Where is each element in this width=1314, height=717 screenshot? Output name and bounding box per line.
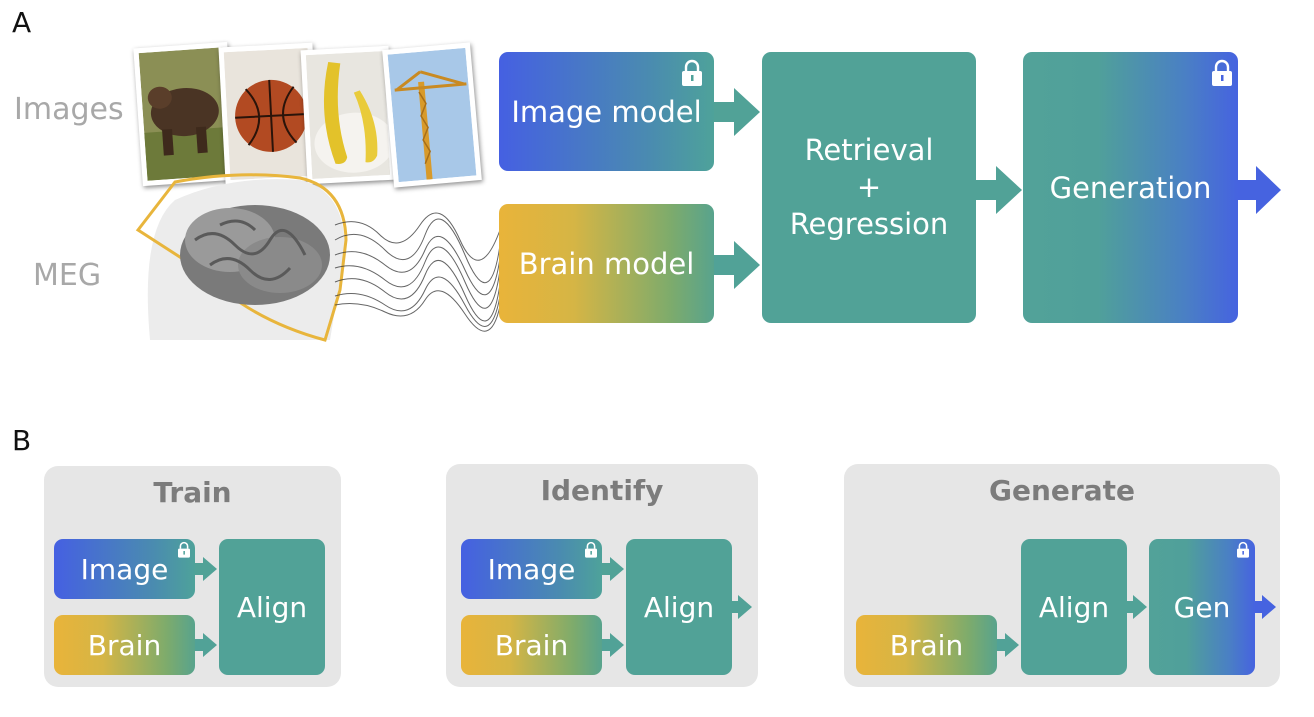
generate-align-box: Align — [1021, 539, 1127, 675]
generation-label: Generation — [1049, 170, 1212, 205]
train-align-box: Align — [219, 539, 325, 675]
train-image-label: Image — [80, 552, 169, 586]
train-title: Train — [153, 476, 232, 509]
brain-model-label: Brain model — [518, 246, 695, 281]
generate-brain-label: Brain — [889, 628, 964, 662]
identify-align-label: Align — [643, 590, 715, 624]
arrow-right-icon — [714, 241, 760, 289]
generate-gen-label: Gen — [1173, 590, 1231, 624]
identify-align-box: Align — [626, 539, 732, 675]
image-model-label: Image model — [511, 94, 702, 129]
meg-trace-icon — [334, 212, 501, 332]
generate-align-label: Align — [1038, 590, 1110, 624]
basketball-photo — [218, 42, 320, 186]
train-align-label: Align — [236, 590, 308, 624]
meg-illustration — [135, 173, 501, 342]
generation-box: Generation — [1023, 52, 1238, 323]
brain-model-box: Brain model — [499, 204, 714, 323]
plus-label: + — [856, 170, 882, 204]
identify-brain-box: Brain — [461, 615, 602, 675]
identify-image-box: Image — [461, 539, 602, 599]
panel-b-label: B — [12, 424, 32, 457]
crane-photo — [382, 42, 482, 188]
identify-brain-label: Brain — [494, 628, 569, 662]
retrieval-label: Retrieval — [804, 133, 934, 167]
images-row-label: Images — [14, 92, 124, 127]
meg-row-label: MEG — [33, 258, 102, 293]
image-model-box: Image model — [499, 52, 714, 171]
generate-brain-box: Brain — [856, 615, 997, 675]
train-brain-box: Brain — [54, 615, 195, 675]
identify-title: Identify — [540, 474, 664, 507]
arrow-right-icon — [714, 88, 760, 136]
panel-a-label: A — [12, 6, 32, 39]
regression-label: Regression — [789, 207, 949, 241]
bear-photo — [133, 41, 237, 187]
banana-photo — [300, 45, 396, 185]
brain-icon — [180, 205, 330, 305]
arrow-right-icon — [1238, 166, 1281, 214]
train-image-box: Image — [54, 539, 195, 599]
generate-title: Generate — [989, 474, 1135, 507]
retrieval-regression-box: Retrieval + Regression — [762, 52, 976, 323]
generate-gen-box: Gen — [1149, 539, 1255, 675]
identify-image-label: Image — [487, 552, 576, 586]
arrow-right-icon — [976, 166, 1022, 214]
train-brain-label: Brain — [87, 628, 162, 662]
